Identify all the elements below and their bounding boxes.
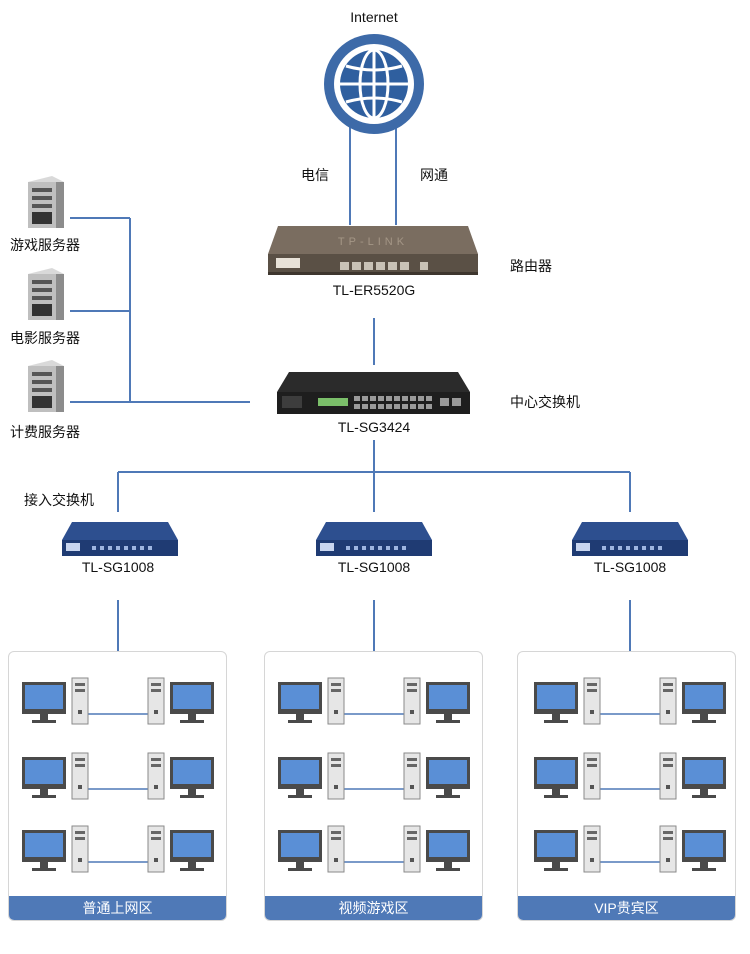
core-switch-model: TL-SG3424 (337, 419, 411, 435)
core-switch-role: 中心交换机 (510, 394, 580, 410)
internet-label: Internet (350, 9, 398, 25)
zone-name: 视频游戏区 (265, 896, 482, 920)
access-switch-model: TL-SG1008 (81, 559, 155, 575)
isp-left-label: 电信 (301, 167, 329, 183)
router-model: TL-ER5520G (332, 282, 416, 298)
zone-video-game: 视频游戏区 (264, 651, 483, 921)
zone-general: 普通上网区 (8, 651, 227, 921)
server-label: 电影服务器 (10, 330, 80, 346)
zone-name: VIP贵宾区 (518, 896, 735, 920)
server-label: 计费服务器 (10, 424, 80, 440)
router-role: 路由器 (510, 258, 552, 274)
zone-name: 普通上网区 (9, 896, 226, 920)
access-switch-model: TL-SG1008 (593, 559, 667, 575)
access-switch-label: 接入交换机 (24, 492, 94, 508)
server-label: 游戏服务器 (10, 237, 80, 253)
zone-vip: VIP贵宾区 (517, 651, 736, 921)
access-switch-model: TL-SG1008 (337, 559, 411, 575)
isp-right-label: 网通 (420, 167, 448, 183)
